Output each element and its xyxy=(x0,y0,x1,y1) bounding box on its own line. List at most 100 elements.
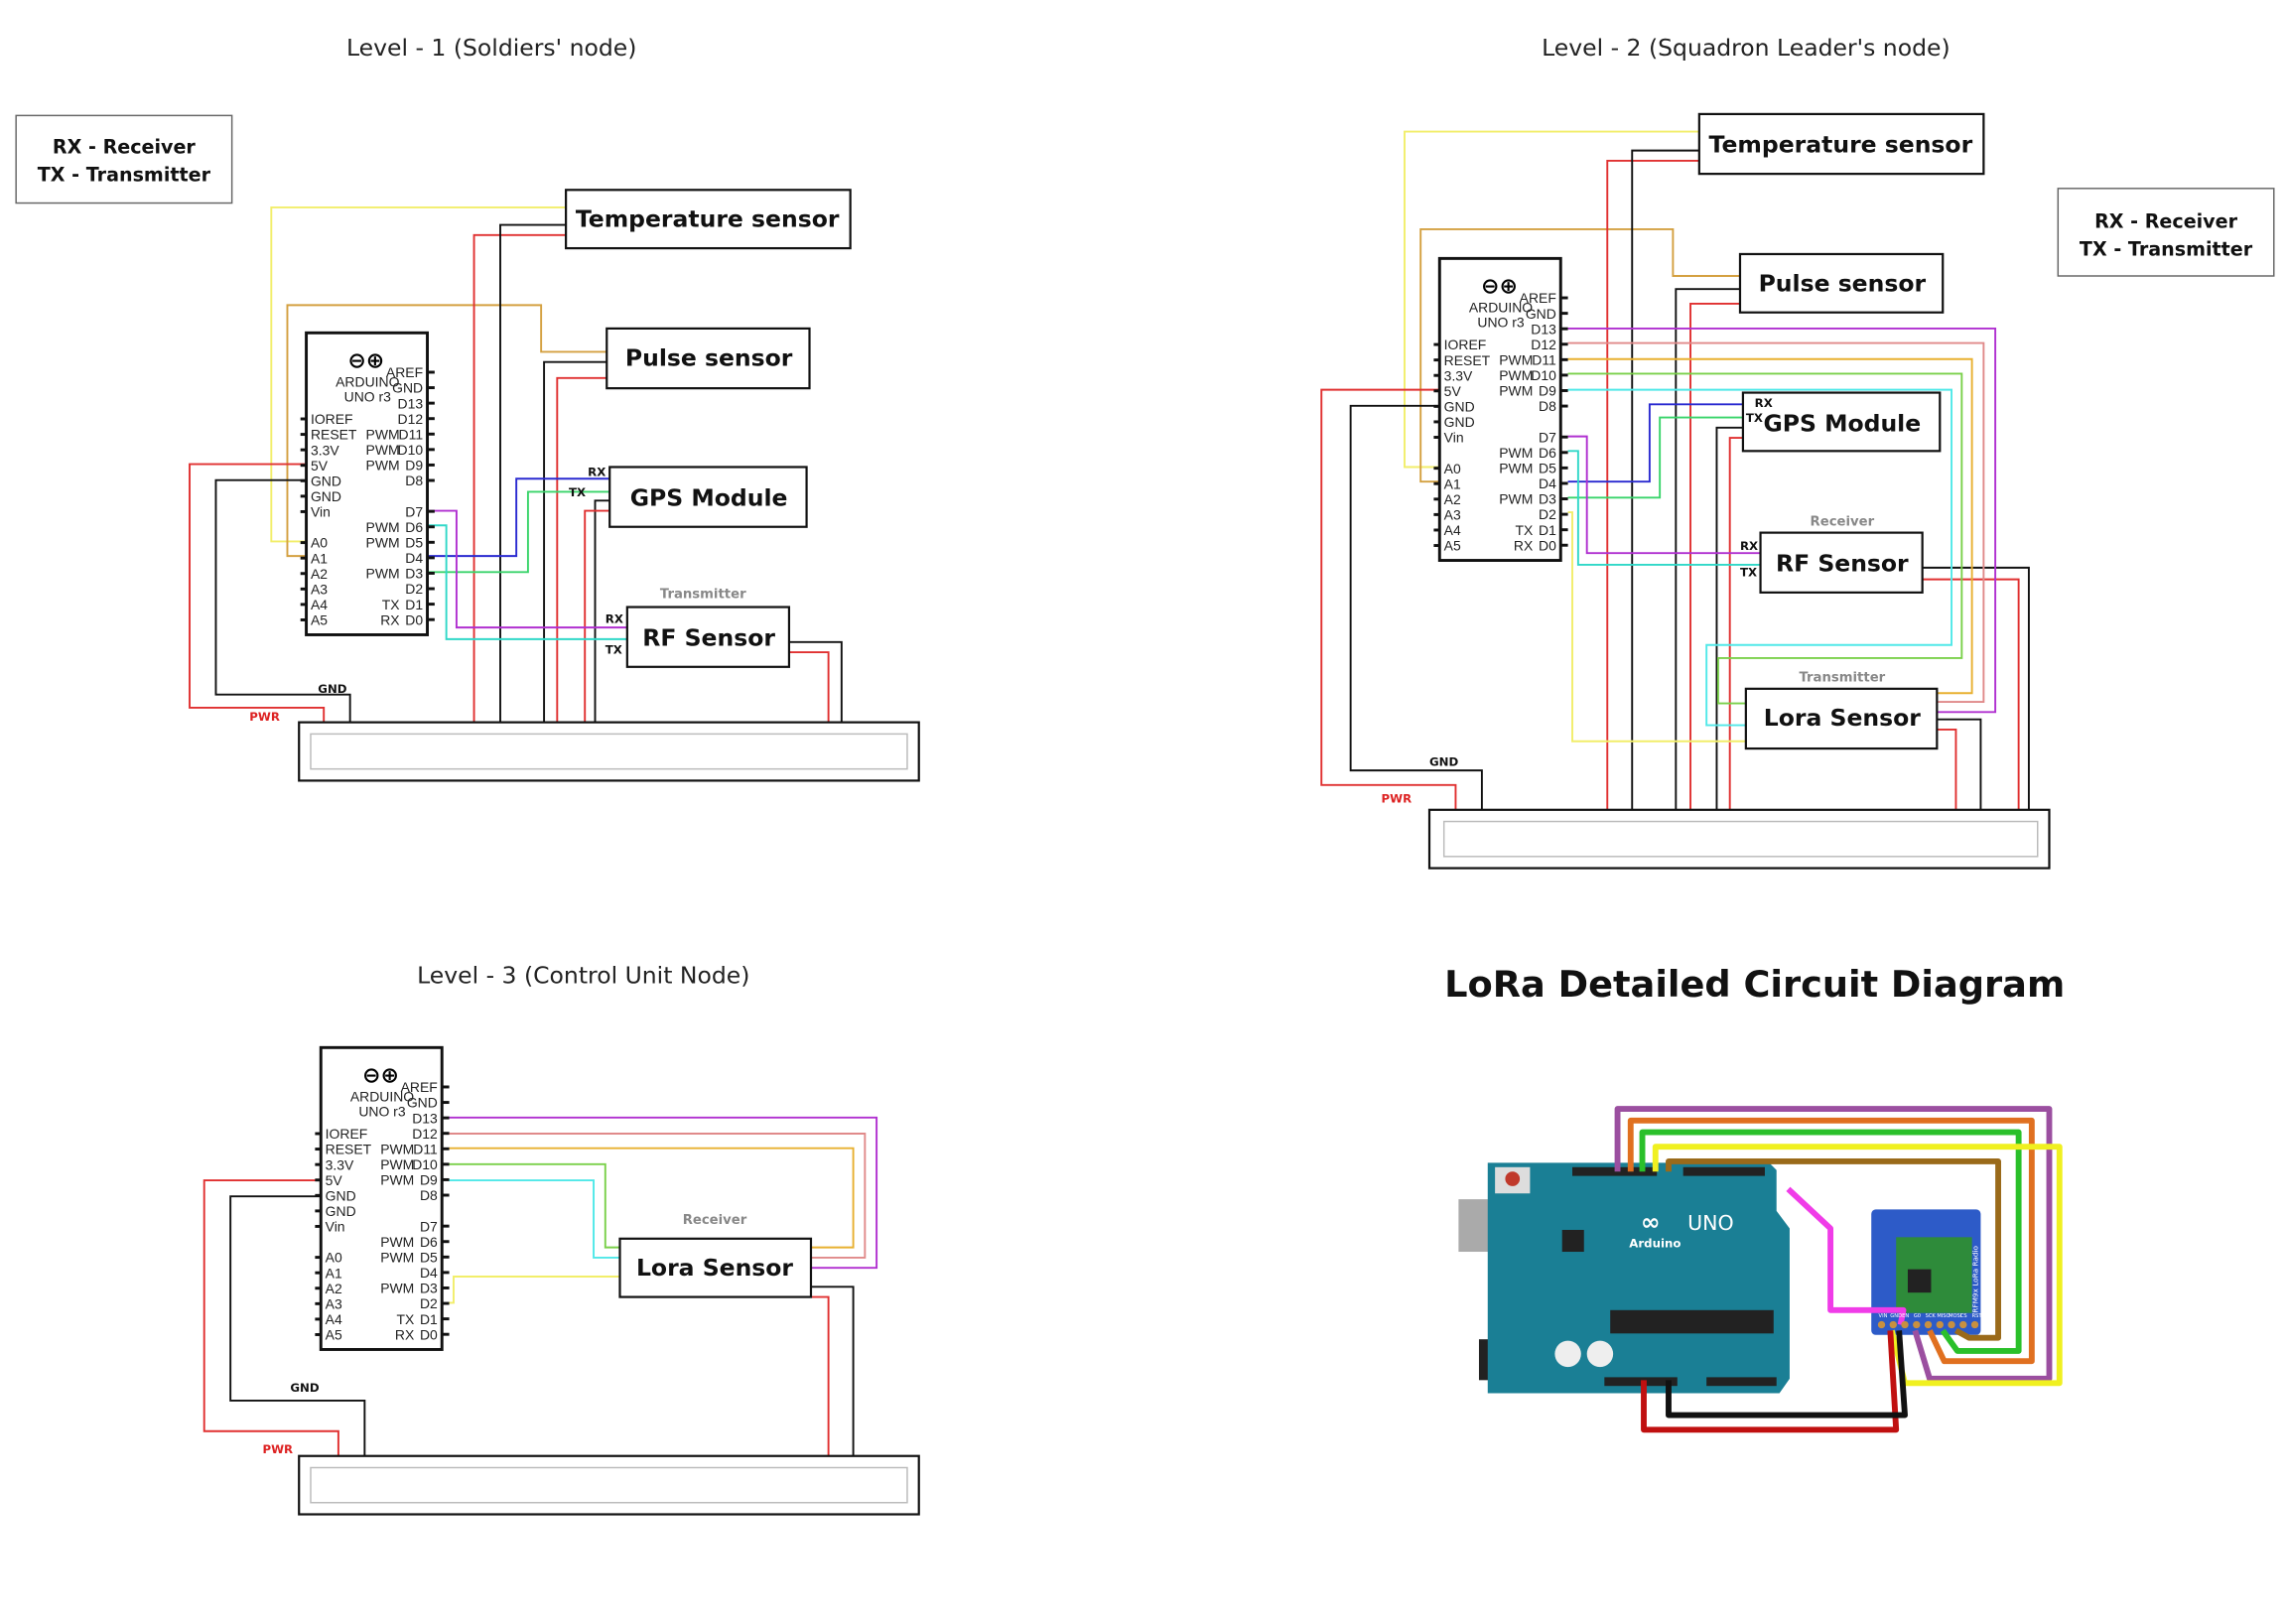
pwr-label: PWR xyxy=(249,710,280,724)
module-pin xyxy=(1948,1320,1955,1329)
module-pin-label: CS xyxy=(1960,1313,1967,1319)
gps-module-label: GPS Module xyxy=(630,483,788,511)
pin-label: A3 xyxy=(1444,507,1461,523)
breadboard xyxy=(298,1454,920,1516)
pin-label: D13 xyxy=(398,395,424,411)
red-wire xyxy=(1922,578,2020,843)
orange-wire xyxy=(1419,228,1740,483)
pin-label: D9 xyxy=(405,458,423,474)
amber-wire xyxy=(1567,357,1973,695)
lora-sensor-label: Lora Sensor xyxy=(1764,704,1921,732)
pin-label: AREF xyxy=(401,1079,438,1095)
pin-label: D10 xyxy=(1531,367,1556,383)
lora-title: LoRa Detailed Circuit Diagram xyxy=(1444,963,2065,1006)
module-pin-label: G0 xyxy=(1914,1313,1921,1319)
pin-prefix: RX xyxy=(395,1326,414,1342)
pulse-sensor-box xyxy=(1738,252,1945,314)
yellow-wire xyxy=(449,1276,620,1304)
module-label: RFM9x LoRa Radio xyxy=(1970,1245,1979,1312)
red-jumper-wire xyxy=(1641,1330,1900,1433)
legend-level2: RX - Receiver TX - Transmitter xyxy=(2057,188,2275,277)
pin-label: D13 xyxy=(412,1110,438,1126)
pin-label: D1 xyxy=(420,1311,438,1327)
breadboard xyxy=(298,721,920,782)
pin-prefix: PWM xyxy=(380,1172,414,1188)
purple-wire xyxy=(427,509,627,629)
pin-label: D3 xyxy=(1539,491,1556,507)
rx-label: RX xyxy=(1755,396,1773,410)
pin-label: GND xyxy=(1444,399,1475,415)
pin-label: A5 xyxy=(1444,538,1461,554)
rx-label: RX xyxy=(588,465,605,478)
pin-label: D7 xyxy=(1539,429,1556,445)
pin-label: GND xyxy=(392,380,423,396)
pwr-label: PWR xyxy=(1382,791,1413,805)
rf-ic xyxy=(1907,1269,1932,1293)
rf-sensor-label: RF Sensor xyxy=(642,623,775,651)
gps-module-box xyxy=(1741,391,1942,453)
temperature-sensor-box xyxy=(565,189,852,250)
pin-prefix: TX xyxy=(396,1311,414,1327)
pin-label: D1 xyxy=(405,597,423,612)
arduino-model: UNO r3 xyxy=(344,388,391,404)
pin-label: A1 xyxy=(326,1265,342,1281)
pin-label: GND xyxy=(311,488,341,504)
pin-prefix: PWM xyxy=(366,458,400,474)
rf-chip xyxy=(1896,1237,1972,1313)
arduino-board xyxy=(1487,1162,1790,1394)
rf-caption: Receiver xyxy=(1811,514,1875,529)
level1-title: Level - 1 (Soldiers' node) xyxy=(346,34,636,62)
pin-label: D8 xyxy=(1539,398,1556,414)
purple-wire xyxy=(449,1116,878,1270)
pin-label: A1 xyxy=(1444,475,1461,491)
pin-label: D6 xyxy=(1539,445,1556,461)
module-pin xyxy=(1959,1320,1967,1329)
amber-wire xyxy=(449,1147,855,1249)
orange-jumper-wire xyxy=(1627,1117,2035,1365)
cyan-wire xyxy=(1567,388,1952,727)
gnd-label: GND xyxy=(290,1381,319,1395)
pin-label: A0 xyxy=(1444,461,1461,476)
pin-prefix: PWM xyxy=(380,1156,414,1172)
cyan-wire xyxy=(449,1179,620,1259)
purple-jumper-wire xyxy=(1614,1106,2053,1382)
pin-label: RESET xyxy=(326,1142,372,1157)
level1-components: Temperature sensor Pulse sensor GPS Modu… xyxy=(249,189,920,782)
module-pin-label: SCK xyxy=(1926,1313,1937,1319)
pin-prefix: PWM xyxy=(366,519,400,535)
digital-header-low xyxy=(1682,1166,1765,1176)
pin-prefix: PWM xyxy=(1499,491,1533,507)
pin-prefix: RX xyxy=(1514,537,1533,553)
pin-label: A5 xyxy=(311,612,328,628)
pin-label: D10 xyxy=(398,442,424,458)
temperature-sensor-label: Temperature sensor xyxy=(1709,131,1973,159)
arduino-brand: ARDUINO xyxy=(336,374,399,390)
tx-label: TX xyxy=(605,643,622,657)
pin-label: A2 xyxy=(326,1281,342,1296)
module-pin xyxy=(1913,1320,1921,1329)
gnd-label: GND xyxy=(1429,755,1458,769)
arduino-model: UNO r3 xyxy=(1477,314,1524,330)
module-pin-label: RST xyxy=(1972,1313,1983,1319)
usb-chip xyxy=(1561,1229,1584,1253)
pin-label: D4 xyxy=(405,550,423,566)
lime-wire xyxy=(449,1162,620,1249)
pin-label: 3.3V xyxy=(311,442,339,458)
breadboard-rail xyxy=(310,1466,908,1504)
red-wire xyxy=(1728,437,1743,843)
pin-label: D7 xyxy=(405,503,423,519)
arduino-label: Arduino xyxy=(1629,1237,1681,1251)
red-wire xyxy=(472,233,567,754)
lora-caption: Receiver xyxy=(683,1213,747,1228)
rf-sensor-box xyxy=(625,606,791,668)
blue-wire xyxy=(427,477,610,558)
green-wire xyxy=(1567,416,1743,499)
red-wire xyxy=(1689,302,1740,843)
black-wire xyxy=(810,1286,855,1474)
pin-label: D2 xyxy=(1539,506,1556,522)
pin-prefix: PWM xyxy=(1499,383,1533,399)
legend-tx: TX - Transmitter xyxy=(38,163,211,186)
temperature-sensor-box xyxy=(1697,112,1985,176)
